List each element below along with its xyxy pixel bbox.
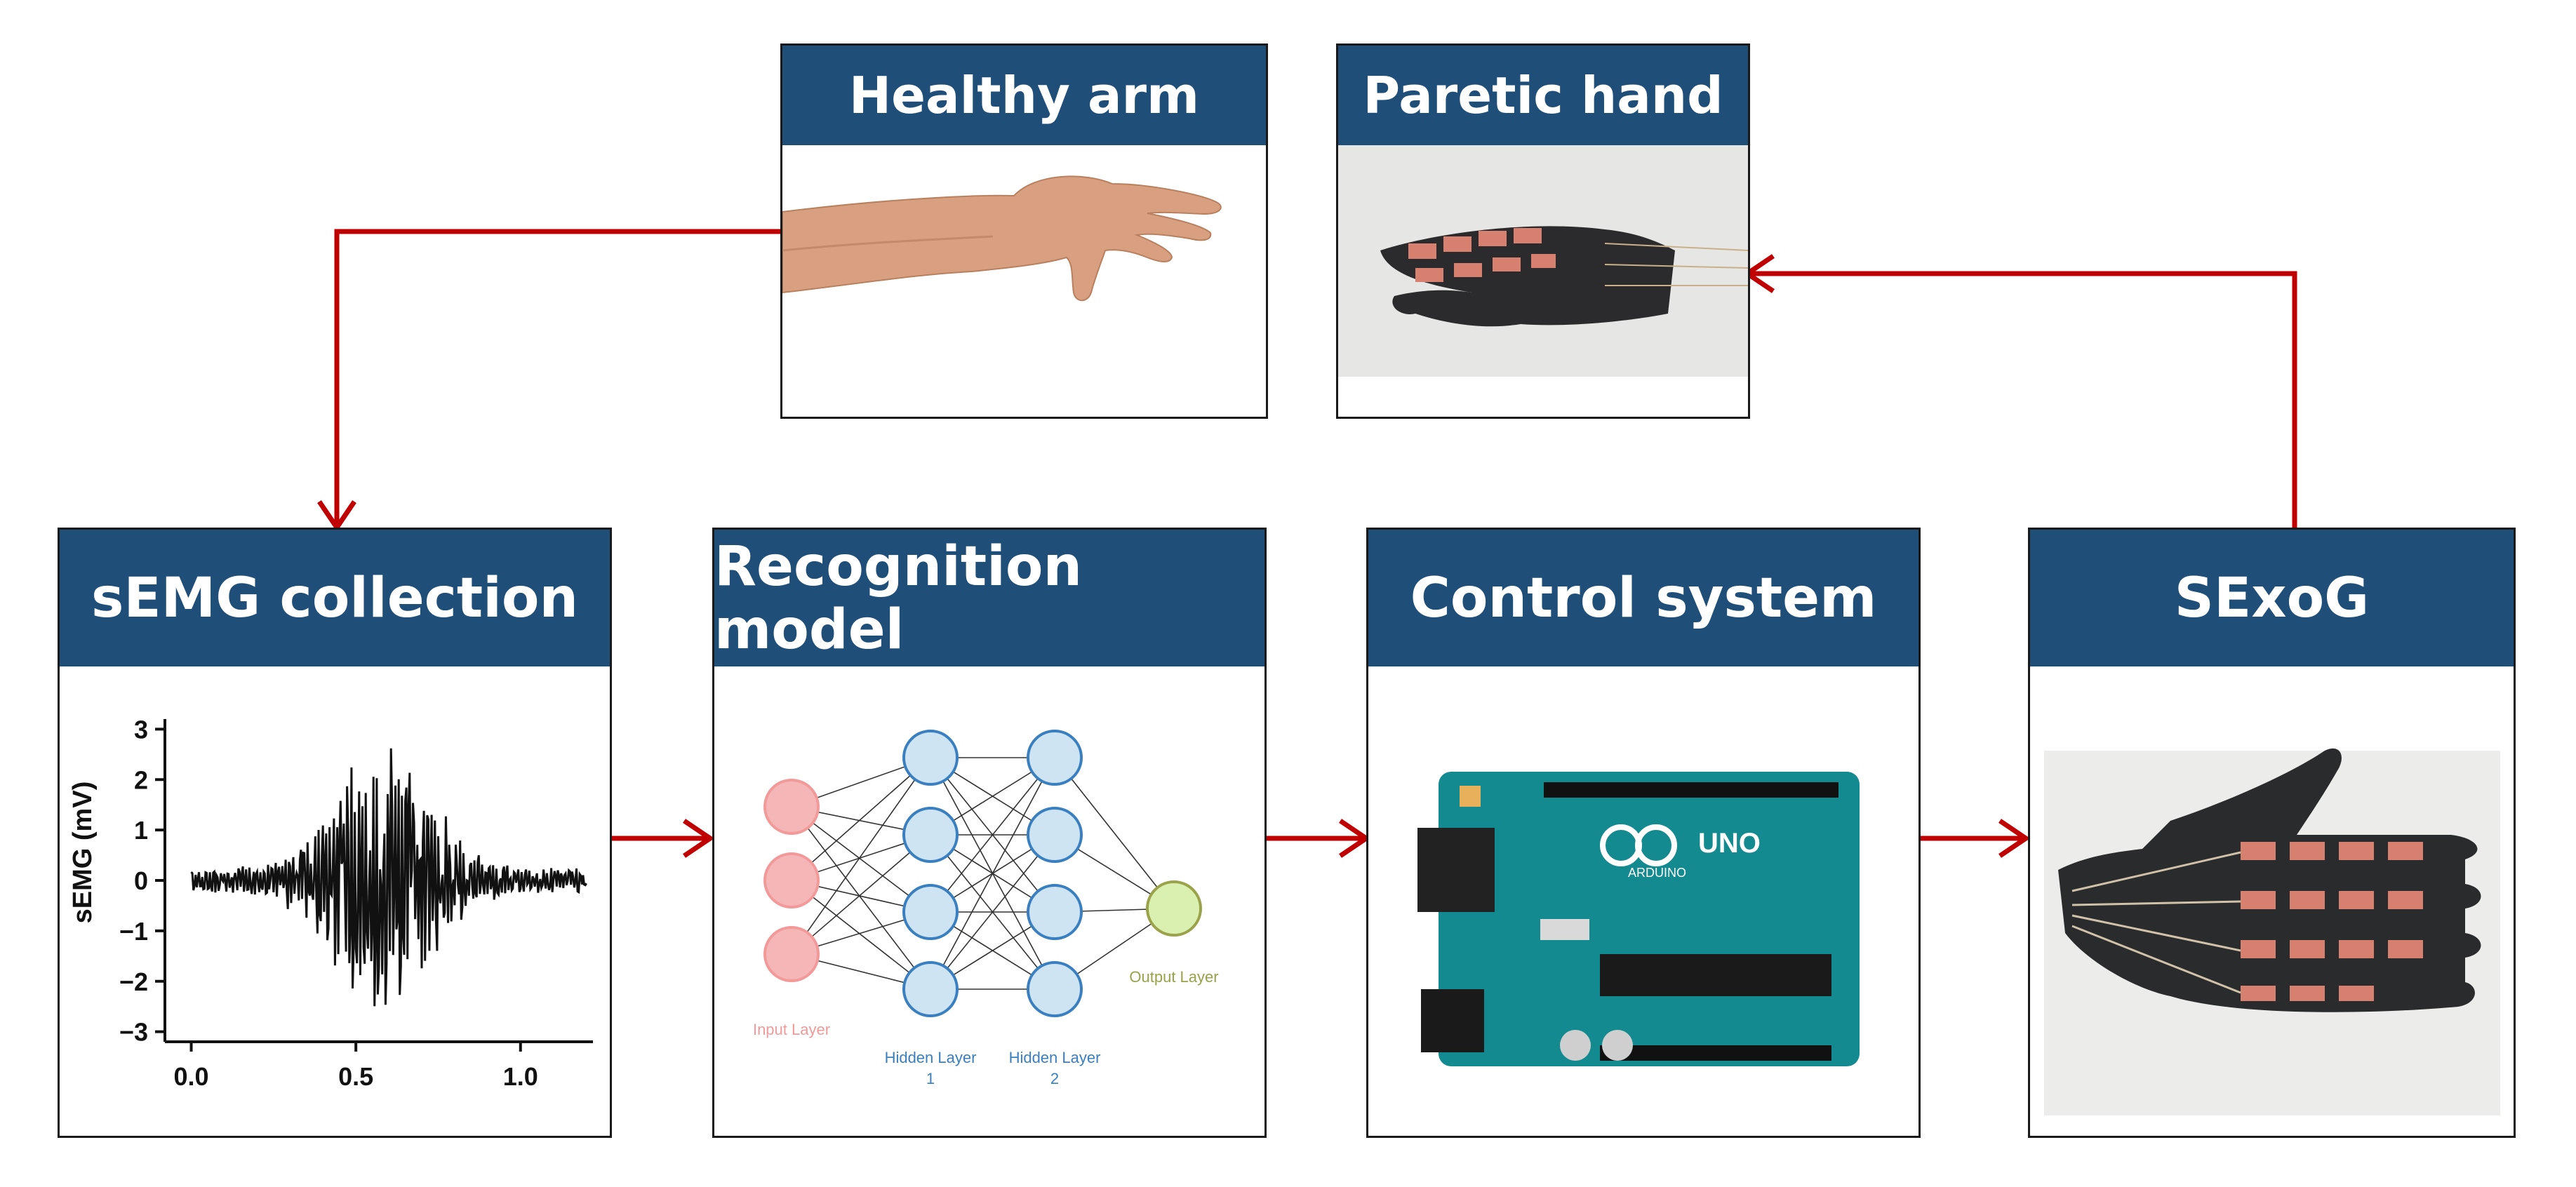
nn-connection	[791, 806, 931, 990]
nn-hidden2-node	[1027, 807, 1083, 863]
nn-connection	[791, 834, 931, 955]
nn-connection	[791, 757, 931, 881]
semg-plot: sEMG (mV) 3 2 1 0 −1 −2 −3 0.0 0.5 1.0	[60, 666, 610, 1136]
control-system-title: Control system	[1368, 530, 1918, 666]
semg-xtick-label: 0.5	[338, 1062, 373, 1091]
nn-connection	[930, 757, 1055, 913]
arduino-brand-name: ARDUINO	[1628, 866, 1686, 880]
nn-hidden1-sub: 1	[926, 1070, 935, 1087]
semg-ytick-label: −2	[119, 967, 148, 996]
arduino-board-image: UNO ARDUINO	[1368, 666, 1918, 1136]
semg-signal-line	[190, 748, 587, 1007]
paretic-hand-box: Paretic hand	[1336, 43, 1750, 419]
semg-xtick-label: 0.0	[174, 1062, 209, 1091]
recognition-model-box: Recognition model Input Layer Hidden Lay…	[712, 528, 1267, 1138]
nn-hidden1-node	[902, 807, 959, 863]
recognition-model-title: Recognition model	[714, 530, 1264, 666]
sexog-glove-image	[2030, 666, 2514, 1136]
nn-hidden2-sub: 2	[1050, 1070, 1059, 1087]
control-system-box: Control system UNO ARDUINO	[1366, 528, 1921, 1138]
semg-ylabel: sEMG (mV)	[68, 782, 98, 924]
glove-icon	[1380, 226, 1748, 327]
nn-hidden2-node	[1027, 730, 1083, 786]
arrow-control-to-sexog-head	[1998, 819, 2031, 858]
arrow-sexog-to-paretic	[1749, 271, 2297, 530]
arrow-healthy-to-semg	[334, 229, 780, 526]
semg-ytick-label: 3	[134, 715, 148, 744]
nn-hidden2-node	[1027, 884, 1083, 940]
nn-connection	[791, 806, 931, 913]
nn-hidden1-label: Hidden Layer	[885, 1049, 977, 1066]
nn-output-label: Output Layer	[1129, 968, 1218, 986]
healthy-arm-box: Healthy arm	[780, 43, 1268, 419]
nn-connection	[1054, 757, 1175, 909]
healthy-arm-image	[782, 145, 1266, 417]
nn-hidden1-node	[902, 961, 959, 1017]
semg-ytick-label: 0	[134, 866, 148, 895]
semg-ytick-label: 1	[134, 816, 148, 845]
paretic-hand-image	[1338, 145, 1748, 417]
healthy-arm-title: Healthy arm	[782, 46, 1266, 145]
nn-hidden1-node	[902, 884, 959, 940]
sexog-title: SExoG	[2030, 530, 2514, 666]
sexog-box: SExoG	[2028, 528, 2516, 1138]
nn-connection	[791, 757, 931, 955]
nn-hidden2-node	[1027, 961, 1083, 1017]
semg-collection-box: sEMG collection sEMG (mV) 3 2 1 0 −1 −2 −3 0.0…	[58, 528, 612, 1138]
nn-input-node	[763, 926, 820, 982]
nn-hidden2-label: Hidden Layer	[1009, 1049, 1101, 1066]
semg-ytick-label: −1	[119, 917, 148, 946]
nn-output-node	[1146, 880, 1202, 937]
nn-connection	[791, 880, 931, 990]
nn-hidden1-node	[902, 730, 959, 786]
nn-input-label: Input Layer	[753, 1021, 830, 1038]
arm-icon	[782, 175, 1222, 302]
nn-connection	[930, 834, 1055, 990]
arduino-brand-uno: UNO	[1698, 828, 1761, 859]
semg-ytick-label: −3	[119, 1018, 148, 1047]
semg-xtick-label: 1.0	[503, 1062, 538, 1091]
paretic-hand-title: Paretic hand	[1338, 46, 1748, 145]
arduino-board-icon: UNO ARDUINO	[1417, 772, 1860, 1066]
arrow-semg-to-recognition-head	[683, 819, 715, 858]
exoskeleton-glove-icon	[2058, 748, 2481, 1012]
nn-input-node	[763, 779, 820, 835]
nn-input-node	[763, 852, 820, 908]
neural-network-diagram: Input Layer Hidden Layer 1 Hidden Layer …	[714, 666, 1264, 1136]
semg-collection-title: sEMG collection	[60, 530, 610, 666]
semg-ytick-label: 2	[134, 765, 148, 794]
nn-connection	[930, 757, 1055, 990]
